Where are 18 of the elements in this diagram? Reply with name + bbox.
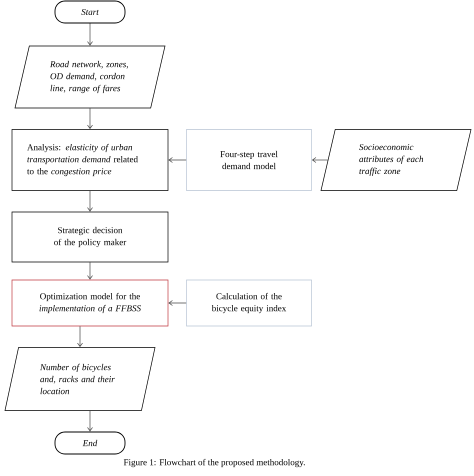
- arrow: [87, 190, 93, 212]
- data-parallelogram: Road network, zones, OD demand, cordon line, range of fares: [14, 46, 166, 108]
- process-box: Optimization model for the implementation of a FFBSS: [12, 280, 168, 326]
- arrow: [87, 23, 93, 46]
- arrow: [168, 300, 186, 306]
- process-box: Calculation of the bicycle equity index: [186, 280, 312, 326]
- arrow: [87, 410, 93, 432]
- arrow: [77, 326, 83, 348]
- process-box: Analysis: elasticity of urban transportation demand related to the congestion price: [12, 129, 168, 191]
- caption: Figure 1: Flowchart of the proposed methodology.: [124, 458, 305, 468]
- data-parallelogram: Number of bicycles and, racks and their location: [4, 347, 156, 411]
- arrow: [312, 157, 328, 163]
- arrow: [168, 157, 186, 163]
- process-box: Four-step travel demand model: [186, 129, 312, 191]
- process-box: Strategic decision of the policy maker: [12, 212, 168, 262]
- data-parallelogram: Socioeconomic attributes of each traffic zone: [320, 129, 472, 191]
- arrow: [87, 108, 93, 130]
- arrow: [87, 262, 93, 280]
